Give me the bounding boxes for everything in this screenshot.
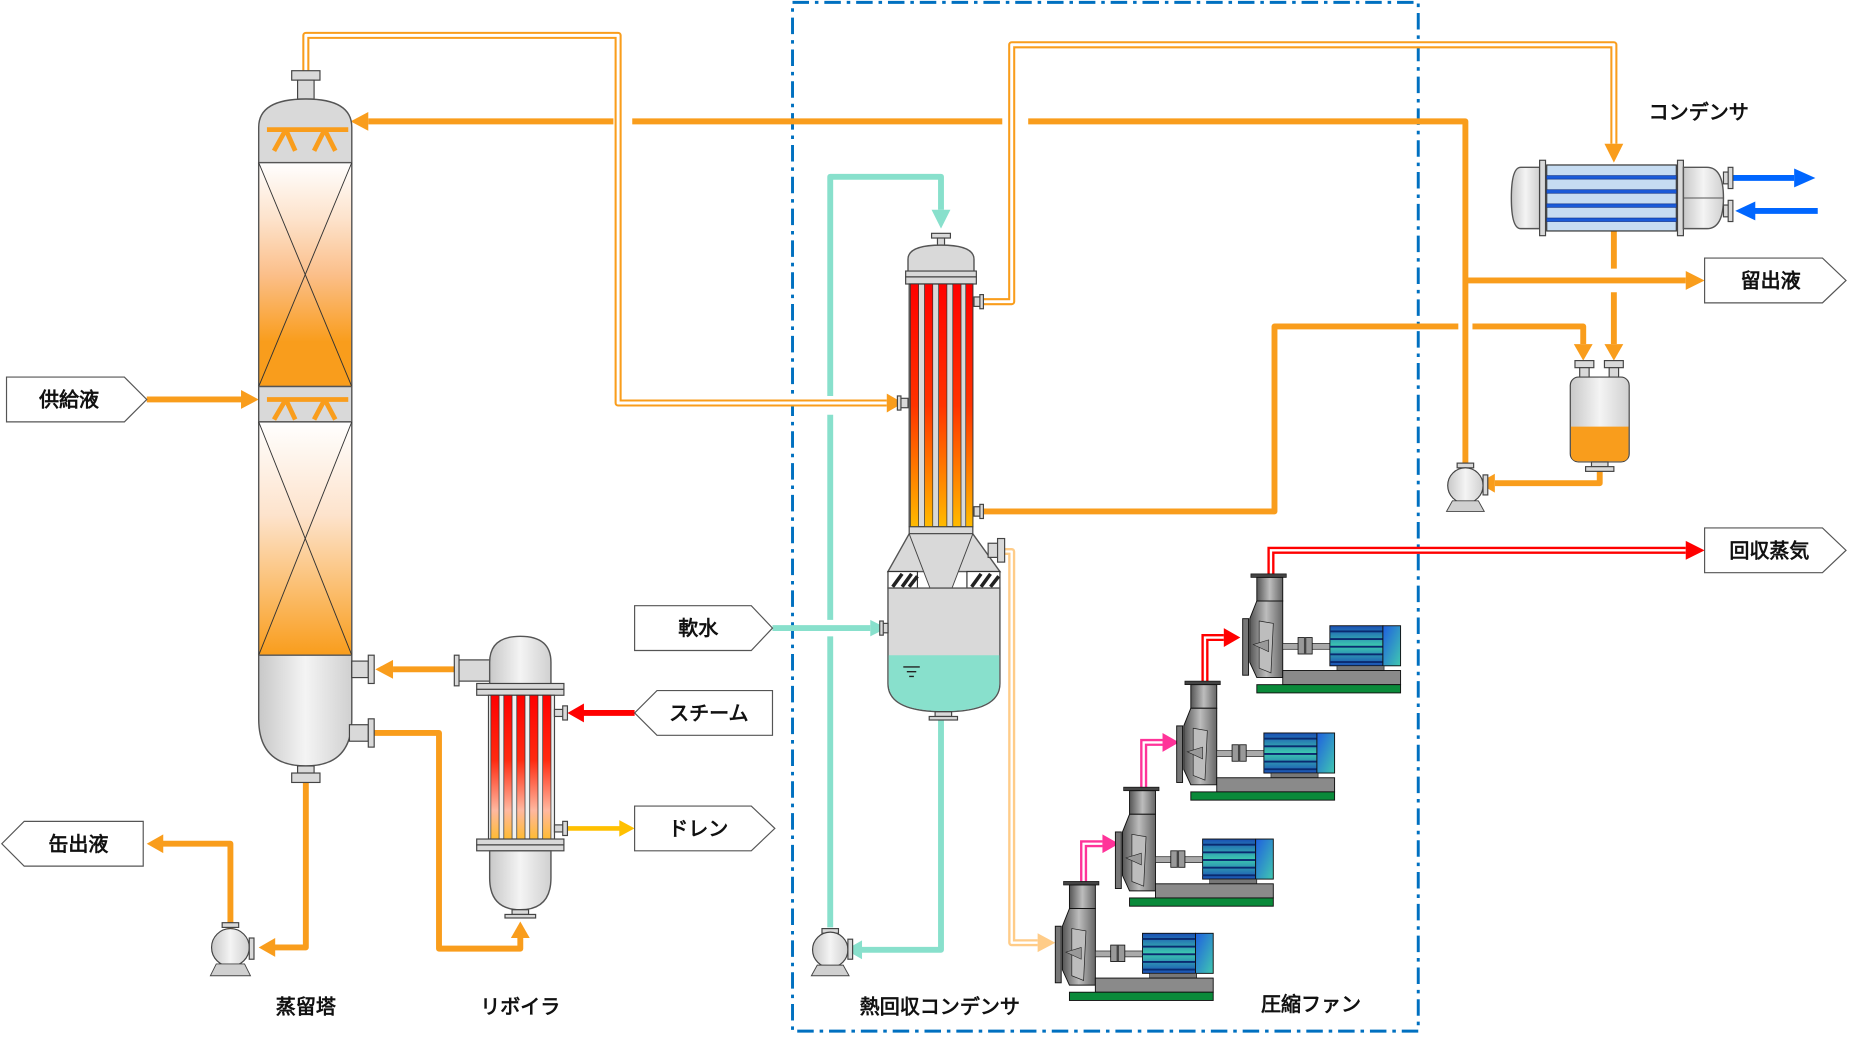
soft-water-line (772, 173, 951, 960)
tag-feed-text: 供給液 (38, 388, 100, 412)
reflux-drum (1569, 360, 1630, 472)
tag-feed: 供給液 (5, 376, 148, 423)
label-heat-recovery-condenser: 熱回収コンデンサ (860, 994, 1020, 1018)
reboiler-return-line (375, 659, 456, 679)
tag-recovered-steam-text: 回収蒸気 (1729, 538, 1809, 562)
tag-steam: スチーム (633, 689, 774, 736)
soft-water-pump (810, 927, 854, 977)
interstage-line-2 (1140, 732, 1180, 788)
heat-recovery-condenser (879, 232, 1006, 721)
tag-soft-water: 軟水 (634, 605, 774, 652)
compression-fan-1 (1054, 881, 1214, 1001)
reboiler-feed-line (373, 730, 530, 952)
hrc-condensate-line (983, 323, 1593, 515)
tag-drain: ドレン (634, 805, 776, 852)
bottoms-line (146, 780, 309, 957)
reflux-pump (1445, 462, 1489, 512)
overhead-vapor-line (302, 31, 904, 413)
feed-line (146, 390, 259, 409)
label-compression-fan: 圧縮ファン (1261, 992, 1361, 1016)
recovered-steam-line (1267, 540, 1705, 574)
label-condenser: コンデンサ (1649, 100, 1749, 124)
reboiler (453, 635, 569, 919)
bottoms-pump (209, 922, 255, 977)
heat-recovery-boundary (791, 0, 1420, 1033)
lp-vapor-line (999, 547, 1056, 953)
interstage-line-3 (1201, 628, 1241, 682)
compression-fan-4 (1242, 573, 1402, 694)
cooling-water-lines (1732, 168, 1818, 221)
steam-line (567, 703, 635, 723)
tag-bottoms: 缶出液 (0, 820, 144, 867)
label-reboiler: リボイラ (480, 994, 560, 1018)
compression-fan-2 (1114, 786, 1274, 907)
distillate-line (1465, 271, 1705, 290)
tag-steam-text: スチーム (669, 701, 748, 725)
drum-outlet-line (1478, 469, 1603, 493)
interstage-line-1 (1080, 834, 1119, 882)
tag-distillate-text: 留出液 (1741, 269, 1802, 293)
compression-fan-3 (1176, 680, 1336, 801)
tag-distillate: 留出液 (1704, 257, 1847, 304)
condensate-line (1604, 230, 1624, 361)
tag-bottoms-text: 缶出液 (48, 832, 109, 856)
tag-soft-water-text: 軟水 (678, 616, 719, 640)
condenser (1510, 159, 1734, 237)
hrc-vent-line (983, 41, 1624, 306)
tag-drain-text: ドレン (668, 816, 728, 840)
drain-line (567, 820, 635, 837)
tag-recovered-steam: 回収蒸気 (1704, 527, 1847, 574)
label-distillation-tower: 蒸留塔 (276, 994, 337, 1018)
reflux-line (350, 111, 1469, 490)
distillation-tower (257, 70, 375, 784)
